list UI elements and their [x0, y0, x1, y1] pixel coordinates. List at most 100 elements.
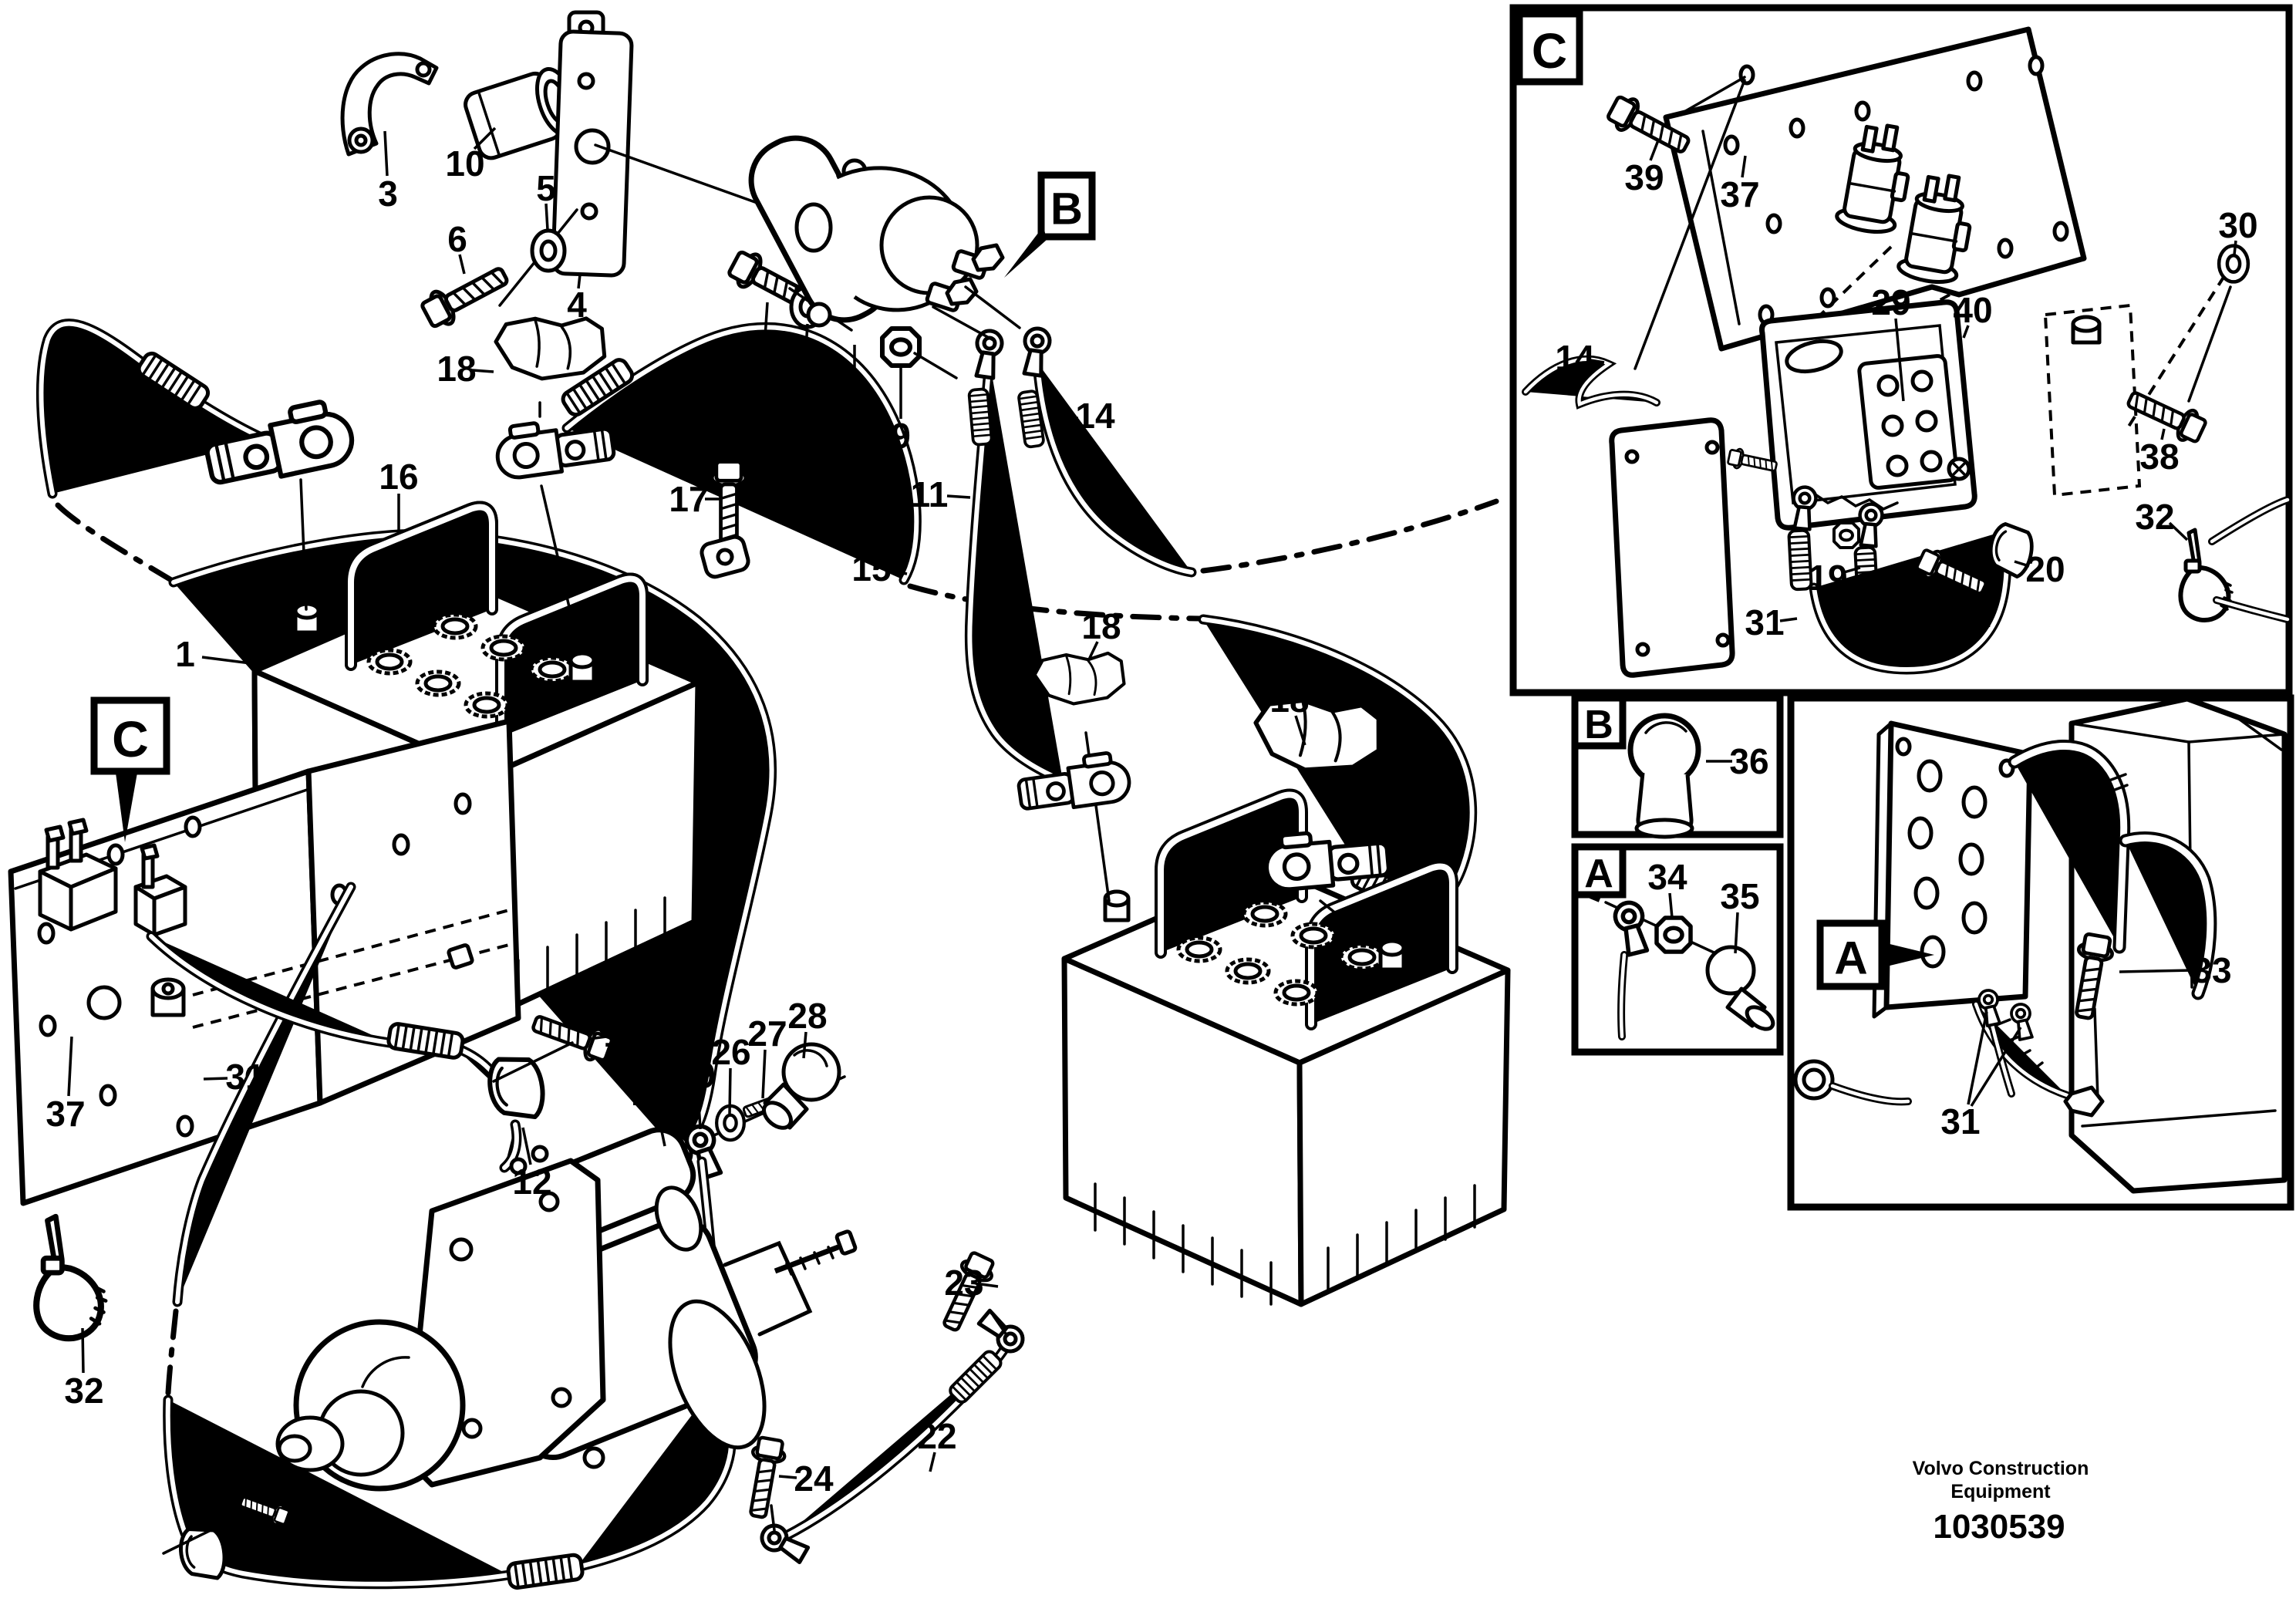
- callout-20: 20: [182, 1456, 221, 1496]
- callout-19: 19: [676, 1055, 715, 1095]
- cable-bracket-3: [340, 52, 439, 157]
- leader-line: [67, 1036, 73, 1097]
- callout-18: 18: [1081, 606, 1121, 646]
- callout-8: 8: [792, 369, 812, 410]
- leader-line: [1894, 318, 1905, 402]
- standoff: [150, 977, 186, 1017]
- view-label-box: [1037, 171, 1096, 241]
- cable-14: [1017, 327, 1499, 572]
- view-label-C: C: [112, 710, 149, 767]
- leader-line: [1779, 617, 1798, 622]
- callout-15: 15: [851, 548, 891, 588]
- callout-31: 31: [1940, 1101, 1980, 1141]
- leader-line: [544, 203, 549, 231]
- leader-line: [888, 569, 908, 575]
- brand-line-1: Volvo Construction: [1913, 1458, 2089, 1479]
- elbow-boot-35: [1705, 945, 1775, 1031]
- callout-38: 38: [2139, 437, 2179, 477]
- leader-line: [778, 1475, 797, 1479]
- callout-35: 35: [1720, 876, 1759, 916]
- connector-cable: [1793, 1059, 1908, 1101]
- leader-line: [764, 302, 769, 338]
- main-diagram: [8, 10, 1508, 1589]
- leader-line: [2119, 969, 2193, 973]
- leader-line: [1741, 155, 1747, 178]
- cable-14-inset: [1526, 79, 1746, 404]
- leader-line: [1087, 641, 1099, 660]
- leader-line: [1959, 585, 1967, 599]
- callout-18: 18: [1269, 679, 1309, 720]
- leader-line: [656, 1108, 666, 1147]
- callout-31: 31: [225, 1057, 265, 1097]
- bolt-17: [700, 462, 750, 579]
- callout-20: 20: [2025, 549, 2065, 589]
- callout-29: 29: [1871, 282, 1910, 322]
- callout-21: 21: [228, 1443, 268, 1483]
- starter-relay-2: [748, 135, 1021, 341]
- nut-9: [882, 329, 919, 366]
- leader-line: [203, 1077, 228, 1081]
- leader-line: [802, 1031, 807, 1059]
- leader-line: [458, 254, 466, 275]
- callout-37: 37: [46, 1094, 85, 1134]
- view-label-box: [1571, 843, 1627, 899]
- callout-12: 12: [512, 1162, 551, 1202]
- view-label-C: C: [1532, 23, 1567, 79]
- cable-22: [757, 1307, 1027, 1565]
- callout-39: 39: [1624, 157, 1664, 197]
- callout-24: 24: [794, 1458, 834, 1499]
- terminal-block: [38, 818, 118, 932]
- callout-14: 14: [1075, 396, 1115, 436]
- callout-5: 5: [536, 168, 556, 208]
- leader-line: [473, 126, 497, 150]
- leader-line: [1970, 1027, 2022, 1107]
- leader-line: [1057, 416, 1079, 423]
- nut-34: [1657, 918, 1691, 952]
- callout-3: 3: [378, 174, 398, 214]
- washer-5: [532, 231, 565, 271]
- callout-32: 32: [2135, 497, 2174, 537]
- callout-22: 22: [917, 1416, 956, 1456]
- leader-line: [946, 494, 971, 499]
- view-label-A: A: [1584, 851, 1613, 896]
- callout-13: 13: [603, 1014, 642, 1054]
- leader-line: [803, 323, 809, 373]
- callout-11: 11: [911, 474, 949, 514]
- leader-line: [1967, 1011, 1988, 1105]
- starter-motor: [275, 1127, 858, 1492]
- leader-line: [1843, 566, 1861, 574]
- corrugated-sleeve: [967, 387, 994, 447]
- view-label-A: A: [1834, 932, 1867, 984]
- brand-line-2: Equipment: [1950, 1481, 2051, 1502]
- view-label-arrow: [1883, 943, 1934, 967]
- callout-7: 7: [754, 334, 774, 374]
- relay-terminal-stud: [925, 243, 1005, 312]
- callout-17: 17: [669, 479, 708, 519]
- callout-36: 36: [1729, 741, 1768, 781]
- inset-b: [1571, 694, 1784, 839]
- leader-line: [1294, 715, 1306, 746]
- callout-26: 26: [711, 1032, 750, 1072]
- leader-line: [929, 1452, 936, 1472]
- box-outline-dashed: [2043, 303, 2142, 497]
- callout-19: 19: [1808, 558, 1847, 598]
- nut: [1834, 523, 1859, 548]
- view-label-box: [1571, 694, 1627, 750]
- view-label-box: [1515, 10, 1583, 86]
- view-label-arrow: [116, 773, 137, 842]
- view-label-box: [90, 696, 170, 775]
- leader-line: [201, 1492, 205, 1522]
- leader-line: [1590, 359, 1605, 364]
- terminal-boot-36: [1627, 713, 1701, 839]
- leader-line: [2168, 521, 2189, 541]
- leader-line: [250, 1479, 257, 1497]
- leader-line: [472, 369, 494, 373]
- leader-line: [588, 1035, 607, 1040]
- callout-1: 1: [175, 634, 195, 674]
- elbow-boot-28: [762, 1042, 841, 1130]
- callout-6: 6: [447, 219, 467, 259]
- callout-31: 31: [1745, 602, 1784, 642]
- callout-32: 32: [64, 1371, 103, 1411]
